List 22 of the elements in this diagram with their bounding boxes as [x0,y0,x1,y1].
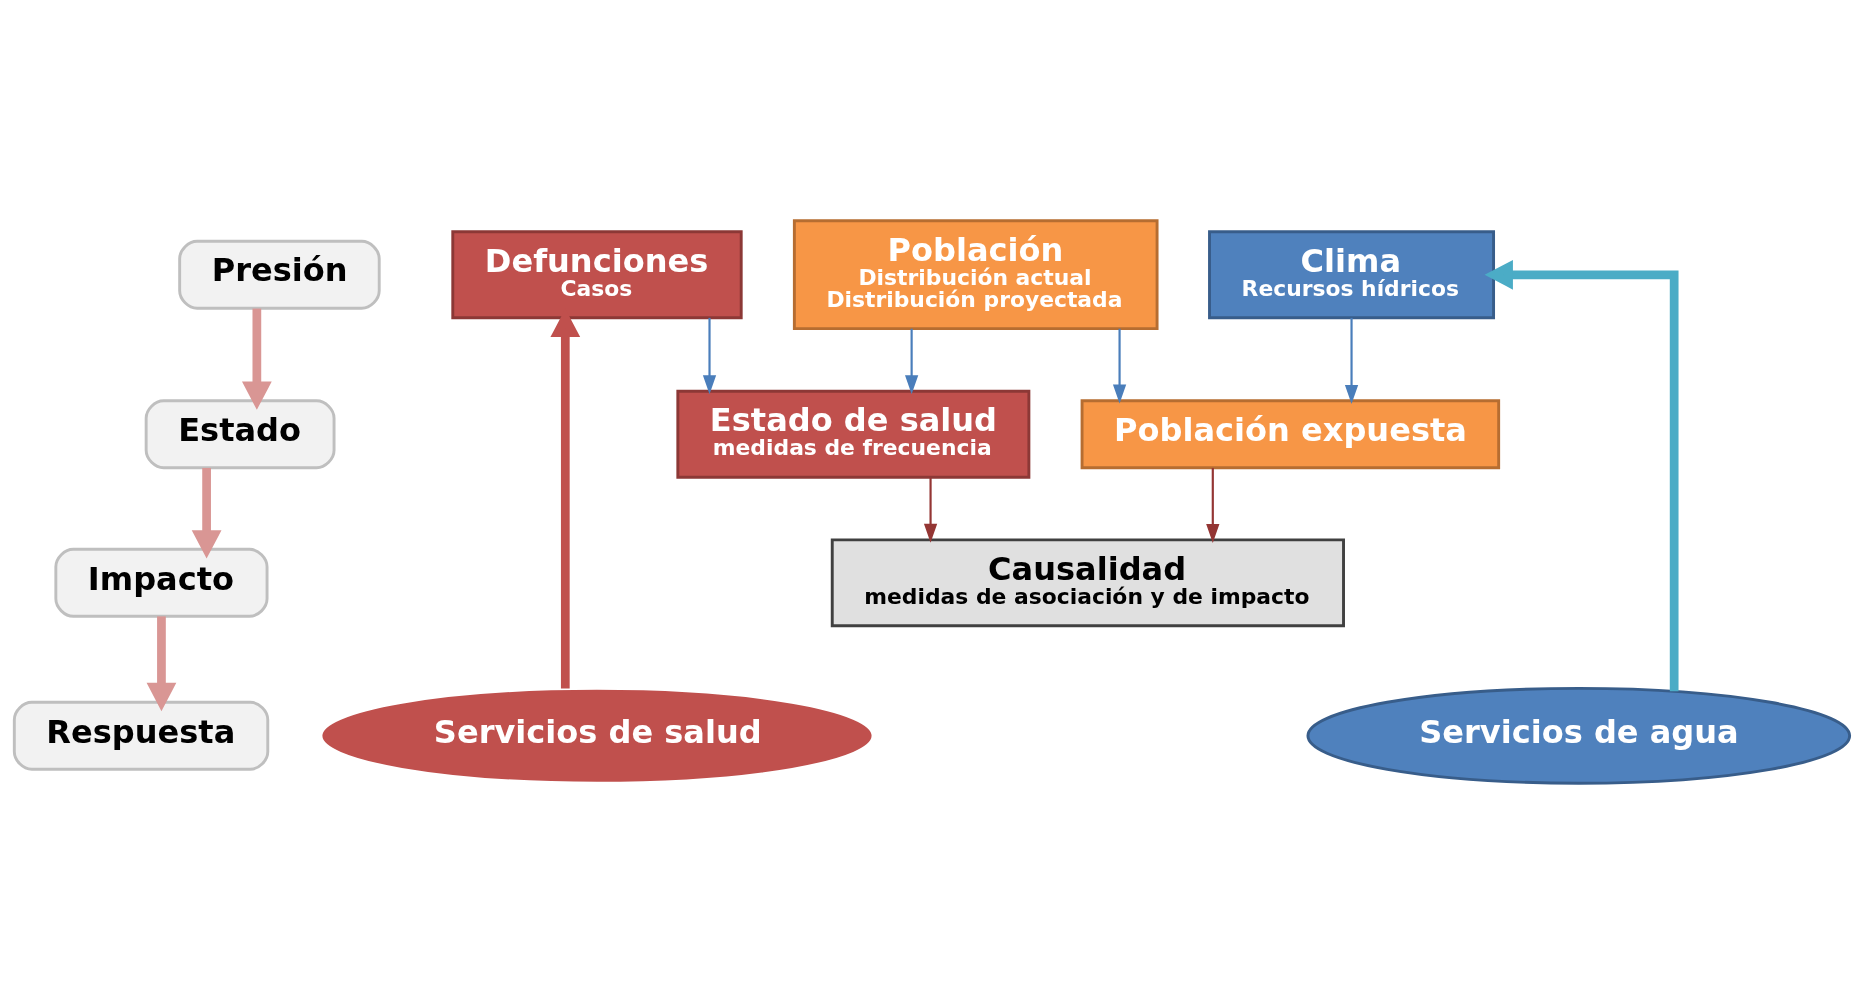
arrow [191,467,222,559]
node-box: Población expuesta [1080,399,1501,470]
node-box: Estado [144,399,336,470]
arrow [905,328,919,395]
node-box: Estado de salud medidas de frecuencia [676,389,1031,479]
arrow [1112,328,1127,404]
node-box: Causalidad medidas de asociación y de impacto [830,538,1345,628]
node-ellipse: Servicios de salud [319,686,875,785]
node-ellipse: Servicios de agua [1306,686,1852,785]
arrow [923,477,938,543]
node-box: Respuesta [12,700,270,771]
arrow [1344,317,1359,404]
node-box: Presión [178,239,381,310]
node-box: Clima Recursos hídricos [1208,230,1496,320]
node-box: Población Distribución actual Distribución proyectada [792,219,1159,331]
arrow [241,308,272,410]
node-box: Defunciones Casos [451,230,743,320]
arrow [1206,467,1220,543]
node-box: Impacto [54,547,269,618]
arrow [702,317,717,395]
arrow [146,616,177,712]
arrow [1484,259,1679,692]
